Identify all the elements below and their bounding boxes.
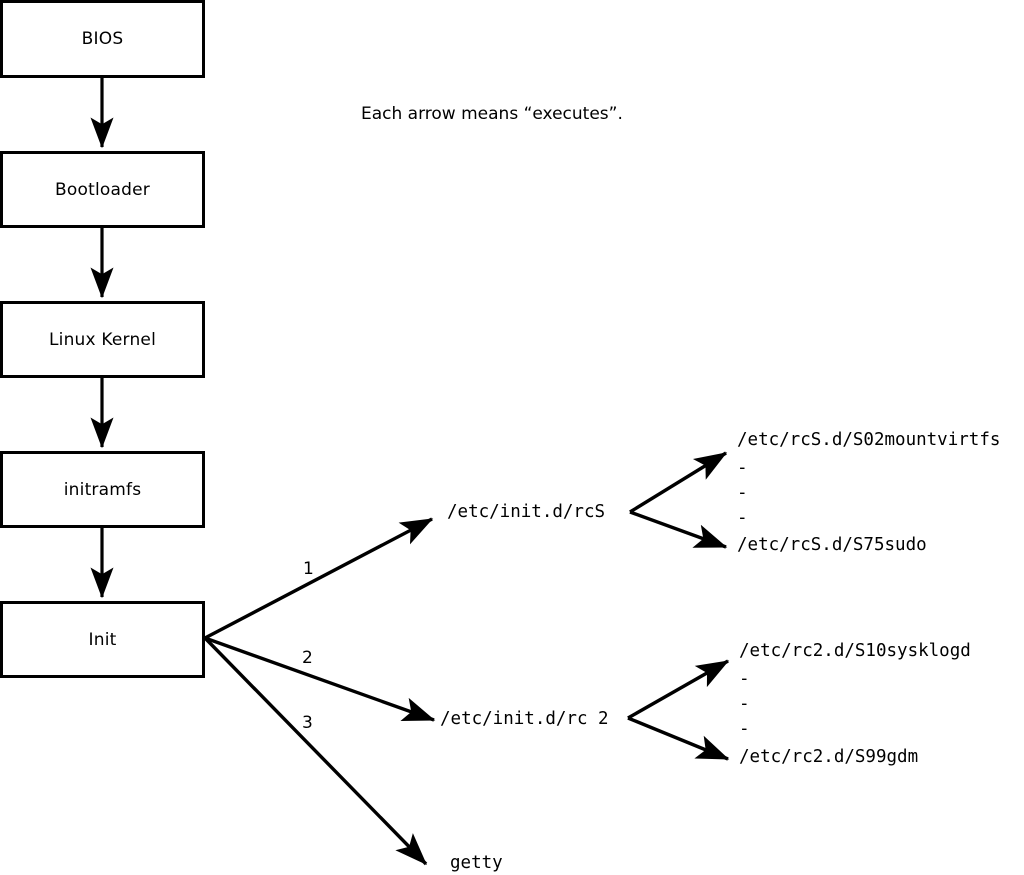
label-rc2-last-script[interactable]: /etc/rc2.d/S99gdm bbox=[739, 747, 919, 767]
label-rcs-ellipsis-1: - bbox=[737, 458, 748, 478]
arrow-init-to-getty bbox=[203, 636, 428, 866]
label-rcs-last-script[interactable]: /etc/rcS.d/S75sudo bbox=[737, 535, 927, 555]
label-rc2-ellipsis-1: - bbox=[739, 669, 750, 689]
node-bootloader[interactable]: Bootloader bbox=[0, 151, 205, 228]
branch-number-2: 2 bbox=[302, 648, 313, 668]
arrow-init-to-rcs bbox=[204, 517, 434, 640]
label-rcs-first-script[interactable]: /etc/rcS.d/S02mountvirtfs bbox=[737, 430, 1001, 450]
node-init[interactable]: Init bbox=[0, 601, 205, 678]
node-initramfs-label: initramfs bbox=[63, 479, 142, 500]
label-rcs-ellipsis-3: - bbox=[737, 508, 748, 528]
node-initramfs[interactable]: initramfs bbox=[0, 451, 205, 528]
label-init-d-rc2[interactable]: /etc/init.d/rc 2 bbox=[440, 709, 609, 729]
label-rcs-ellipsis-2: - bbox=[737, 483, 748, 503]
node-linux-kernel[interactable]: Linux Kernel bbox=[0, 301, 205, 378]
branch-number-1: 1 bbox=[303, 559, 314, 579]
label-init-d-rcs[interactable]: /etc/init.d/rcS bbox=[447, 502, 606, 522]
arrow-init-to-rc2 bbox=[204, 636, 436, 722]
label-getty[interactable]: getty bbox=[450, 853, 503, 873]
caption-text: Each arrow means “executes”. bbox=[361, 104, 623, 124]
arrow-rc2-to-last-script bbox=[627, 716, 730, 761]
node-bios-label: BIOS bbox=[81, 29, 124, 49]
arrow-rcs-to-last-script bbox=[629, 510, 728, 549]
node-linux-kernel-label: Linux Kernel bbox=[48, 329, 156, 350]
label-rc2-first-script[interactable]: /etc/rc2.d/S10sysklogd bbox=[739, 641, 971, 661]
label-rc2-ellipsis-2: - bbox=[739, 694, 750, 714]
arrow-rcs-to-first-script bbox=[629, 451, 728, 514]
node-init-label: Init bbox=[88, 629, 117, 650]
node-bootloader-label: Bootloader bbox=[55, 179, 150, 200]
arrow-rc2-to-first-script bbox=[627, 659, 730, 720]
node-bios[interactable]: BIOS bbox=[0, 0, 205, 78]
branch-number-3: 3 bbox=[302, 713, 313, 733]
label-rc2-ellipsis-3: - bbox=[739, 719, 750, 739]
